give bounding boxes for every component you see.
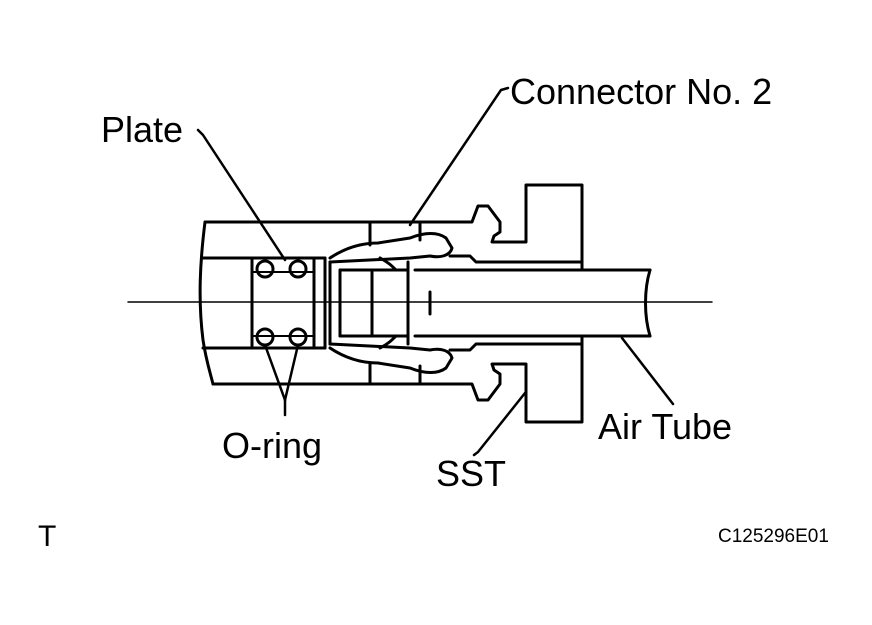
- air-tube-label: Air Tube: [598, 406, 733, 447]
- housing: [198, 220, 422, 386]
- o-ring-label: O-ring: [222, 425, 323, 466]
- sst-tool: [418, 183, 584, 424]
- leader-lines: [196, 86, 675, 457]
- connector-no-2-label: Connector No. 2: [510, 71, 773, 112]
- plate: [250, 256, 327, 350]
- connector-no-2: [328, 220, 454, 386]
- sst-label: SST: [436, 453, 507, 494]
- figure-code: C125296E01: [718, 526, 829, 547]
- plate-label: Plate: [101, 109, 184, 150]
- o-rings: [255, 259, 308, 347]
- air-tube: [413, 268, 652, 338]
- corner-mark: T: [38, 520, 57, 553]
